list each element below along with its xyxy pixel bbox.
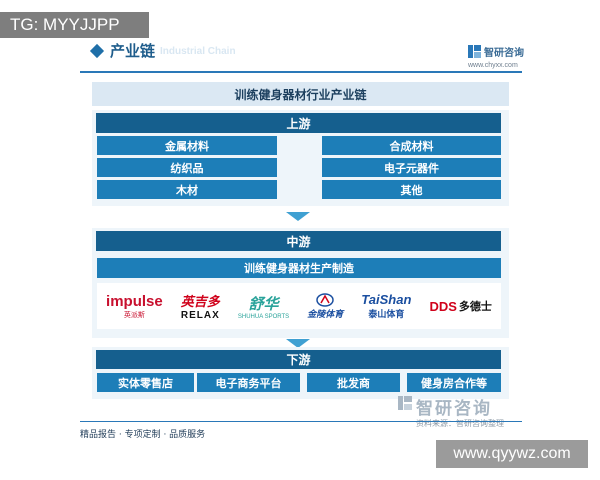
relax-logo-icon: 英吉多 — [180, 295, 220, 310]
shuhua-logo-icon: 舒华 — [248, 294, 279, 313]
upstream-left-item: 纺织品 — [97, 158, 277, 177]
upstream-left-item: 金属材料 — [97, 136, 277, 155]
upstream-left-item: 木材 — [97, 180, 277, 199]
impulse-logo-icon: impulse — [106, 292, 163, 310]
midstream-process: 训练健身器材生产制造 — [97, 258, 501, 278]
brand-sub: SHUHUA SPORTS — [237, 313, 290, 320]
watermark-tag: TG: MYYJJPP — [0, 12, 149, 38]
brand-url: www.chyxx.com — [468, 62, 518, 69]
jinling-logo-icon — [316, 292, 334, 307]
brand-taishan: TaiShan 泰山体育 — [361, 292, 411, 320]
section-ghost-title: Industrial Chain — [160, 46, 236, 57]
section-title: 产业链 — [110, 42, 156, 60]
taishan-logo-icon: TaiShan — [361, 292, 412, 307]
section-diamond-icon — [89, 43, 105, 59]
zhiyan-logo-icon — [468, 45, 481, 58]
footer-divider — [80, 421, 522, 422]
upstream-right-item: 合成材料 — [322, 136, 501, 155]
brand-dds: DDS 多德士 — [429, 298, 491, 314]
downstream-item: 批发商 — [307, 373, 400, 392]
source-caption: 资料来源：智研咨询整理 — [416, 419, 504, 428]
midstream-header: 中游 — [96, 231, 501, 251]
chart-title: 训练健身器材行业产业链 — [92, 82, 509, 106]
zhiyan-watermark-icon — [398, 396, 412, 410]
brand-jinling: 金陵体育 — [307, 292, 344, 320]
brand-logos-strip: impulse 英派斯 英吉多 RELAX 舒华 SHUHUA SPORTS 金… — [97, 283, 501, 329]
upstream-right-item: 其他 — [322, 180, 501, 199]
upstream-header: 上游 — [96, 113, 501, 133]
downstream-item: 实体零售店 — [97, 373, 194, 392]
footer-slogan: 精品报告 · 专项定制 · 品质服务 — [80, 430, 206, 440]
brand-sub: 泰山体育 — [368, 310, 405, 320]
downstream-item: 健身房合作等 — [407, 373, 501, 392]
upstream-right-item: 电子元器件 — [322, 158, 501, 177]
downstream-item: 电子商务平台 — [197, 373, 300, 392]
brand-main: 金陵体育 — [307, 309, 344, 320]
brand-shuhua: 舒华 SHUHUA SPORTS — [238, 293, 289, 320]
brand-sub: 英派斯 — [123, 310, 145, 319]
watermark-brand: 智研咨询 — [416, 399, 492, 419]
brand-impulse: impulse 英派斯 — [106, 293, 163, 320]
header-divider — [80, 71, 522, 73]
dds-logo-icon: DDS — [429, 298, 457, 314]
url-watermark-tag: www.qyywz.com — [436, 440, 588, 468]
down-arrow-icon — [286, 339, 310, 348]
brand-relax: 英吉多 RELAX — [181, 291, 220, 321]
brand-name: 智研咨询 — [484, 48, 524, 59]
down-arrow-icon — [286, 212, 310, 221]
brand-sub: 多德士 — [458, 300, 492, 313]
brand-sub: RELAX — [180, 310, 220, 321]
downstream-header: 下游 — [96, 350, 501, 369]
